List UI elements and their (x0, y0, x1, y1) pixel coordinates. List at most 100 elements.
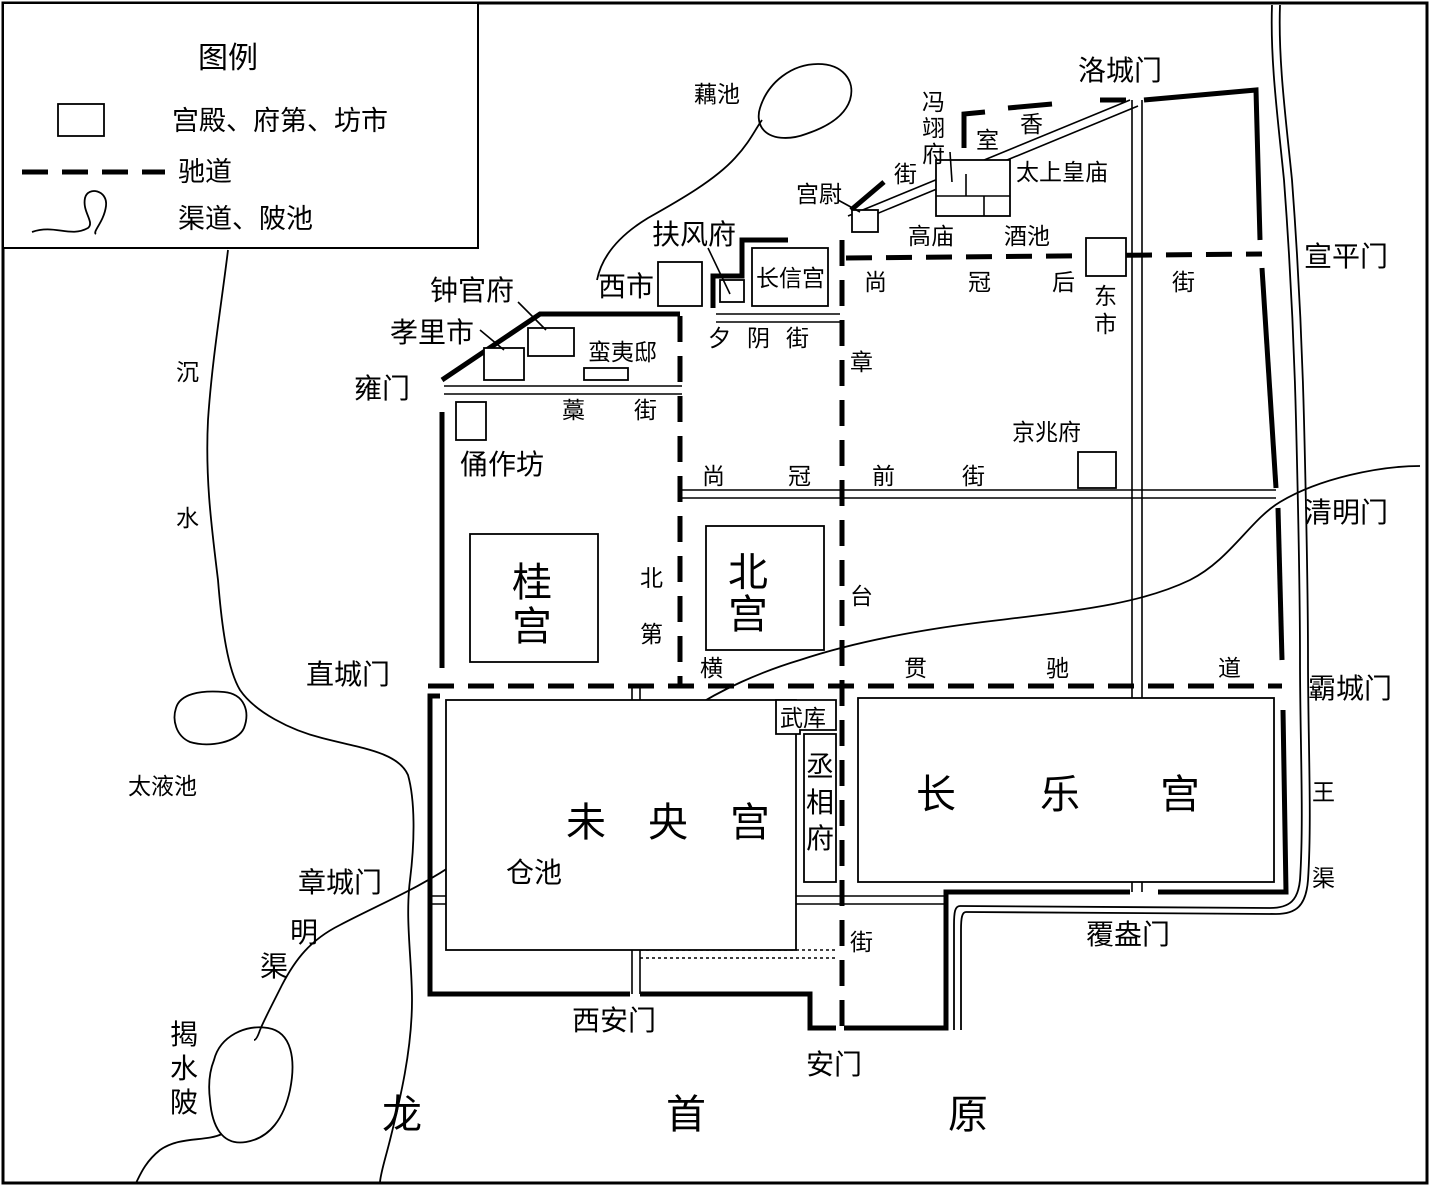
water-wangqu-2: 渠 (1312, 866, 1335, 892)
label-chengxiang-3: 府 (806, 822, 834, 855)
label-taishanghuang: 太上皇庙 (1016, 160, 1108, 186)
street-label-shangguan-qian-3: 前 (872, 464, 895, 490)
label-xishi: 西市 (598, 270, 654, 303)
chengxiang-office (803, 733, 837, 883)
street-label-zhangtai-2: 台 (850, 584, 873, 610)
gui-palace (469, 533, 599, 663)
water-taiye: 太液池 (128, 774, 197, 800)
jingzhao-office (1077, 451, 1117, 489)
street-label-shangguan-hou-4: 街 (1172, 270, 1195, 296)
wall-east-2 (1275, 507, 1285, 661)
gate-an: 安门 (806, 1048, 862, 1081)
water-jieshui-2: 水 (170, 1052, 198, 1085)
water-jue-2: 水 (176, 506, 199, 532)
legend: 图例 宫殿、府第、坊市 驰道 渠道、陂池 (2, 2, 479, 249)
xishi-market (657, 261, 703, 307)
wall-changxin-step (710, 237, 788, 308)
leader-fengyi (949, 151, 953, 183)
terrain-long: 龙 (382, 1092, 422, 1138)
zhongguan-office (527, 327, 575, 357)
changle-palace (857, 697, 1275, 883)
wall-east-1 (1259, 267, 1279, 489)
street-label-beidi-1: 北 (640, 566, 663, 592)
label-jiuchi: 酒池 (1004, 224, 1050, 250)
label-bei-1: 北 (728, 550, 768, 596)
leader-fufeng (707, 247, 731, 295)
changxin-annex (719, 279, 745, 303)
label-weiyang-1: 未 (566, 800, 606, 846)
legend-rect-symbol (57, 103, 105, 137)
label-fengyi-1: 冯 (922, 90, 945, 116)
label-fengyi-3: 府 (922, 142, 945, 168)
city-walls (427, 87, 1289, 1031)
terrain-yuan: 原 (948, 1092, 988, 1138)
chidao-shangguan-hou (845, 251, 1263, 261)
gate-fuang: 覆盎门 (1086, 918, 1170, 951)
street-label-hengguan-3: 驰 (1046, 656, 1069, 682)
label-chengxiang-1: 丞 (806, 750, 834, 783)
label-wuku: 武库 (780, 706, 826, 732)
legend-label-road: 驰道 (178, 157, 232, 188)
water-ouchi: 藕池 (694, 82, 740, 108)
gate-yong: 雍门 (354, 372, 410, 405)
label-gongwei: 宫尉 (796, 182, 842, 208)
gate-luocheng: 洛城门 (1078, 54, 1162, 87)
label-zhongguan: 钟官府 (430, 274, 514, 307)
label-xiaoli: 孝里市 (390, 316, 474, 349)
xiaoli-market (483, 347, 525, 381)
gate-xian: 西安门 (572, 1004, 656, 1037)
leader-xiaoli (479, 329, 505, 351)
street-label-shangguan-qian-2: 冠 (788, 464, 811, 490)
label-gui-2: 宫 (512, 604, 552, 650)
label-gui-1: 桂 (512, 560, 552, 606)
gate-zhangcheng: 章城门 (298, 866, 382, 899)
water-jue-1: 沉 (176, 360, 199, 386)
label-fengyi-2: 翊 (922, 116, 945, 142)
gate-bacheng: 霸城门 (1308, 672, 1392, 705)
gate-xuanping: 宣平门 (1304, 240, 1388, 273)
bei-palace (705, 525, 825, 651)
water-jieshui-1: 揭 (170, 1018, 198, 1051)
ouchi-pond (757, 63, 853, 139)
water-cangchi: 仓池 (506, 856, 562, 889)
labels: 洛城门 宣平门 清明门 霸城门 覆盎门 安门 西安门 章城门 直城门 雍门 未 … (128, 54, 1392, 1138)
terrain-shou: 首 (666, 1092, 706, 1138)
label-diag-jie: 街 (894, 162, 917, 188)
legend-label-palace: 宫殿、府第、坊市 (172, 106, 388, 137)
label-jingzhao: 京兆府 (1012, 420, 1081, 446)
weiyang-palace (445, 699, 797, 951)
label-shixiang-1: 室 (976, 128, 999, 154)
street-label-hengguan-1: 横 (700, 656, 723, 682)
water-mingqu-2: 渠 (260, 950, 288, 983)
wangqu-canal-b (960, 4, 1311, 1030)
legend-label-water: 渠道、陂池 (178, 204, 313, 235)
label-yongzuo: 俑作坊 (460, 448, 544, 481)
wall-south-east (844, 889, 1130, 1031)
street-label-hengguan-4: 道 (1218, 656, 1241, 682)
street-label-hengguan-2: 贯 (904, 656, 927, 682)
wuku-arsenal (775, 699, 837, 735)
taiye-pond (173, 690, 248, 746)
label-shixiang-2: 香 (1020, 112, 1043, 138)
leader-gongwei (837, 199, 861, 213)
label-changle-1: 长 (916, 772, 956, 818)
wall-north-east (1143, 87, 1263, 241)
wall-nw-diag (849, 180, 886, 212)
wall-south-west (427, 693, 630, 997)
gate-zhicheng: 直城门 (306, 658, 390, 691)
street-label-shangguan-hou-1: 尚 (864, 270, 887, 296)
changxin-palace (751, 247, 829, 307)
street-diag-a (847, 99, 1131, 217)
water-wangqu-1: 王 (1312, 780, 1335, 806)
street-label-shangguan-qian-1: 尚 (702, 464, 725, 490)
buildings (445, 151, 1275, 951)
street-label-beidi-2: 第 (640, 622, 663, 648)
wall-south-an (640, 991, 836, 1031)
yongzuo-workshop (455, 401, 487, 441)
label-changle-3: 宫 (1160, 772, 1200, 818)
leader-zhongguan (517, 301, 547, 331)
street-label-shangguan-qian-4: 街 (962, 464, 985, 490)
label-changle-2: 乐 (1040, 772, 1080, 818)
